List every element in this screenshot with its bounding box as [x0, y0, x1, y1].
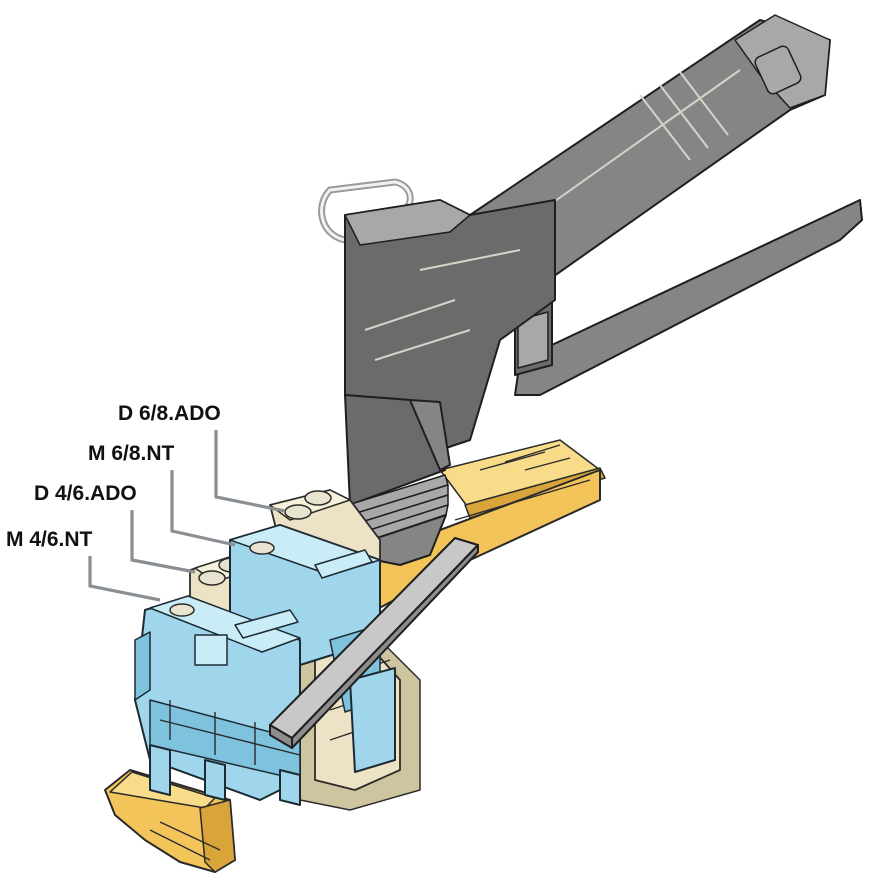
- leader-d68: [214, 430, 286, 513]
- jumper-bar: [269, 537, 479, 749]
- screw-icon: [284, 504, 312, 520]
- terminal-foot: [149, 744, 171, 796]
- tool-handle-grip: [754, 45, 802, 95]
- label-d46: D 4/6.ADO: [34, 482, 137, 505]
- terminal-blocks-blue: [134, 524, 396, 806]
- label-m68: M 6/8.NT: [88, 442, 175, 465]
- screw-icon: [249, 541, 275, 555]
- crimping-tool: [318, 14, 863, 566]
- leader-m68: [170, 470, 236, 547]
- terminal-foot: [204, 759, 226, 801]
- rail-front-web: [199, 799, 236, 873]
- screw-icon: [304, 490, 332, 506]
- callout-leaders: [88, 430, 286, 602]
- screw-icon: [198, 570, 226, 586]
- terminal-face-window: [194, 634, 228, 666]
- label-d68: D 6/8.ADO: [118, 402, 221, 425]
- tool-lower-handle: [514, 199, 863, 396]
- screw-icon: [169, 603, 195, 617]
- leader-m46: [88, 556, 161, 602]
- tool-head-top: [344, 199, 471, 246]
- leader-d46: [130, 510, 196, 574]
- terminal-foot: [279, 769, 301, 806]
- label-m46: M 4/6.NT: [6, 528, 93, 551]
